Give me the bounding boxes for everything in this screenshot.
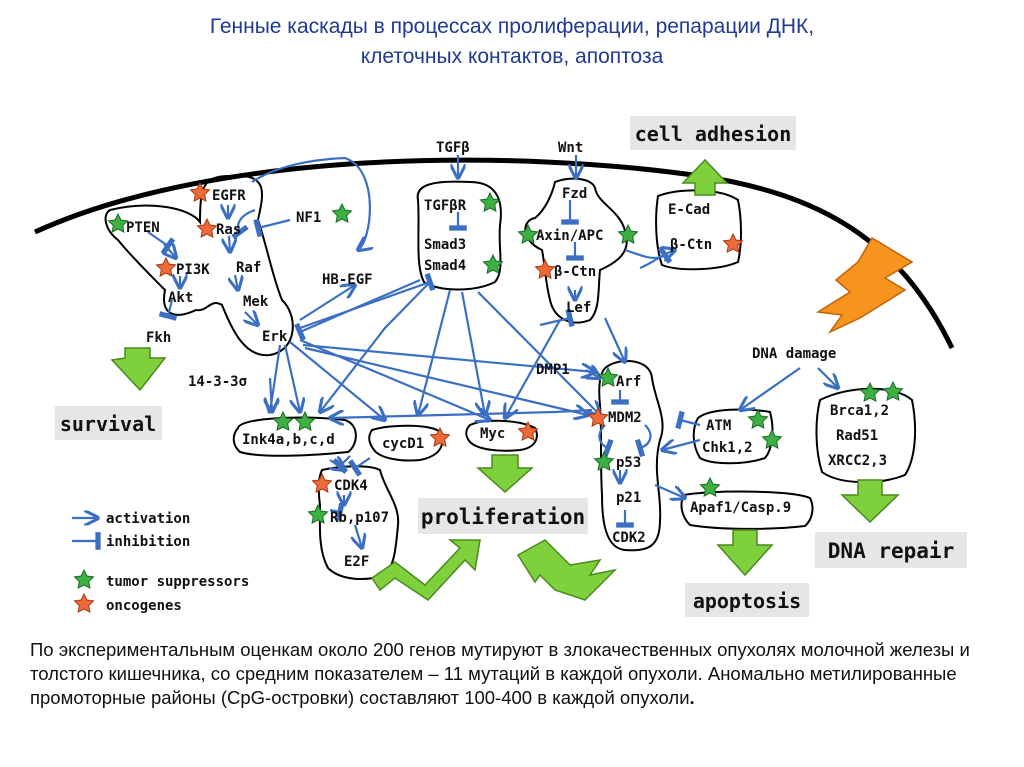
node-brca: Brca1,2 [830,403,889,419]
caption-end-mark: . [689,687,695,708]
node-ink4: Ink4a,b,c,d [242,432,335,448]
oncogene-star-icon [535,259,555,279]
legend-tumor-suppressors-label: tumor suppressors [106,574,249,590]
node-tgfb: TGFβ [436,140,470,156]
oncogene-star-icon [518,421,538,441]
outcome-label-bgs [55,116,967,617]
node-egfr: EGFR [212,188,246,204]
oncogene-star-icon [312,473,332,493]
node-lef: Lef [566,300,591,316]
lightning-icon [815,236,914,334]
tumor-suppressor-star-icon [883,381,903,401]
tumor-suppressor-star-icon [273,411,293,431]
outcome-dna-repair: DNA repair [828,539,954,563]
tumor-suppressor-star-icon [762,429,782,449]
green-arrows [110,158,900,601]
node-nf1: NF1 [296,210,321,226]
node-b-ctn: β-Ctn [554,264,596,280]
node-rb-p107: Rb,p107 [330,510,389,526]
node-fzd: Fzd [562,186,587,202]
inhibition-lines [147,200,701,528]
node-smad4: Smad4 [424,258,466,274]
node-erk: Erk [262,329,288,345]
outcome-apoptosis: apoptosis [693,589,801,613]
legend-oncogenes-label: oncogenes [106,598,182,614]
node-myc: Myc [480,426,505,442]
node-ras: Ras [216,222,241,238]
node-axin-apc: Axin/APC [536,228,603,244]
legend-oncogene-star-icon [74,593,94,613]
page-title: Генные каскады в процессах пролиферации,… [0,12,1024,72]
node-fkh: Fkh [146,330,171,346]
node-pten: PTEN [126,220,160,236]
title-line-2: клеточных контактов, апоптоза [360,45,664,68]
tumor-suppressor-star-icon [598,367,618,387]
node-e2f: E2F [344,554,369,570]
legend-tumor-suppressor-star-icon [74,569,94,589]
node-apaf1-casp9: Apaf1/Casp.9 [690,500,791,516]
node-atm: ATM [706,418,731,434]
tumor-suppressor-star-icon [332,203,352,223]
node-cdk2: CDK2 [612,530,646,546]
node-14-3-3s: 14-3-3σ [188,374,247,390]
node-xrcc: XRCC2,3 [828,453,887,469]
node-tgfbr: TGFβR [424,198,467,214]
node-e-cad: E-Cad [668,202,710,218]
node-pi3k: PI3K [176,262,210,278]
tumor-suppressor-star-icon [518,224,538,244]
node-p21: p21 [616,490,641,506]
tumor-suppressor-star-icon [860,382,880,402]
outcome-cell-adhesion: cell adhesion [635,122,792,146]
node-dmp1: DMP1 [536,362,570,378]
node-p53: p53 [616,455,641,471]
node-rad51: Rad51 [836,428,878,444]
oncogene-star-icon [430,427,450,447]
outcome-survival: survival [60,412,156,436]
node-smad3: Smad3 [424,237,466,253]
node-wnt: Wnt [558,140,583,156]
tumor-suppressor-star-icon [748,409,768,429]
legend-inhibition-label: inhibition [106,534,190,550]
tumor-suppressor-star-icon [308,504,328,524]
tumor-suppressor-star-icon [108,213,128,233]
node-dna-damage: DNA damage [752,346,836,362]
node-raf: Raf [236,260,261,276]
title-line-1: Генные каскады в процессах пролиферации,… [209,15,815,38]
node-mek: Mek [243,294,269,310]
tumor-suppressor-star-icon [618,224,638,244]
node-cycd1: cycD1 [382,436,424,452]
node-cdk4: CDK4 [334,478,368,494]
tumor-suppressor-star-icon [295,411,315,431]
caption-text: По экспериментальным оценкам около 200 г… [30,639,970,708]
outcome-proliferation: proliferation [421,505,585,529]
legend: activation inhibition tumor suppressors … [72,511,249,614]
caption-paragraph: По экспериментальным оценкам около 200 г… [30,638,990,710]
node-hb-egf: HB-EGF [322,272,373,288]
gene-cascade-diagram: cell adhesion survival proliferation apo… [33,116,967,617]
node-mdm2: MDM2 [608,410,642,426]
node-arf: Arf [616,374,641,390]
oncogene-star-icon [156,257,176,277]
legend-activation-label: activation [106,511,190,527]
node-akt: Akt [168,290,193,306]
node-chk: Chk1,2 [702,440,753,456]
node-b-ctn-2: β-Ctn [670,237,712,253]
tumor-suppressor-star-icon [594,451,614,471]
